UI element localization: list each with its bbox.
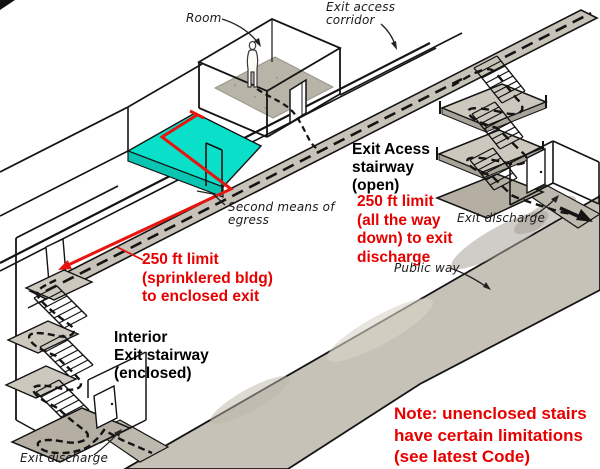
highlighted-room — [126, 112, 263, 198]
enclosed-stair-limit-note: 250 ft limit (sprinklered bldg) to enclo… — [142, 251, 273, 305]
open-stair-limit-note: 250 ft limit (all the way down) to exit … — [357, 193, 453, 266]
limit-leader-line — [116, 246, 144, 261]
enclosed-interior-exit-stairway — [4, 185, 147, 463]
open-stair-heading: Exit Acess stairway (open) — [352, 141, 430, 194]
second-means-label: Second means of egress — [228, 200, 335, 227]
corridor-path — [45, 77, 463, 293]
unenclosed-stairs-note: Note: unenclosed stairs have certain lim… — [394, 404, 587, 466]
room-label: Room — [186, 11, 222, 25]
stair-landing — [6, 320, 80, 354]
discharge-vestibule — [87, 351, 147, 444]
room-wireframe — [197, 17, 342, 138]
exit-access-corridor-label: Exit access corridor — [326, 0, 396, 27]
discharge-arrow-icon — [576, 209, 593, 222]
room-leader — [221, 18, 260, 45]
corner-mark — [0, 0, 15, 10]
egress-travel-paths — [27, 11, 593, 455]
stair-landing — [24, 269, 94, 301]
travel-limit-path — [58, 109, 234, 270]
second-means-leader — [196, 190, 226, 206]
enclosed-stair-path — [27, 278, 153, 455]
ground-enclosure — [509, 140, 600, 206]
room-egress-path — [256, 88, 319, 151]
exit-door — [93, 384, 118, 430]
exit-door — [526, 147, 546, 195]
exit-discharge-left-label: Exit discharge — [20, 451, 109, 465]
limit-arrow-icon — [58, 260, 72, 270]
enclosed-stair-heading: Interior Exit stairway (enclosed) — [114, 329, 209, 382]
street-public-way — [123, 194, 600, 469]
stair-landing — [4, 365, 78, 399]
ground-slab — [434, 173, 545, 219]
open-stair-path — [451, 68, 573, 216]
callout-leaders — [93, 18, 559, 456]
highlighted-room-door — [205, 142, 223, 193]
person-figure — [246, 40, 259, 88]
exit-discharge-right-label: Exit discharge — [457, 211, 546, 225]
landing-end-ticks — [436, 95, 547, 160]
open-exit-access-stairway — [434, 55, 600, 219]
public-way-label: Public way — [394, 261, 460, 275]
